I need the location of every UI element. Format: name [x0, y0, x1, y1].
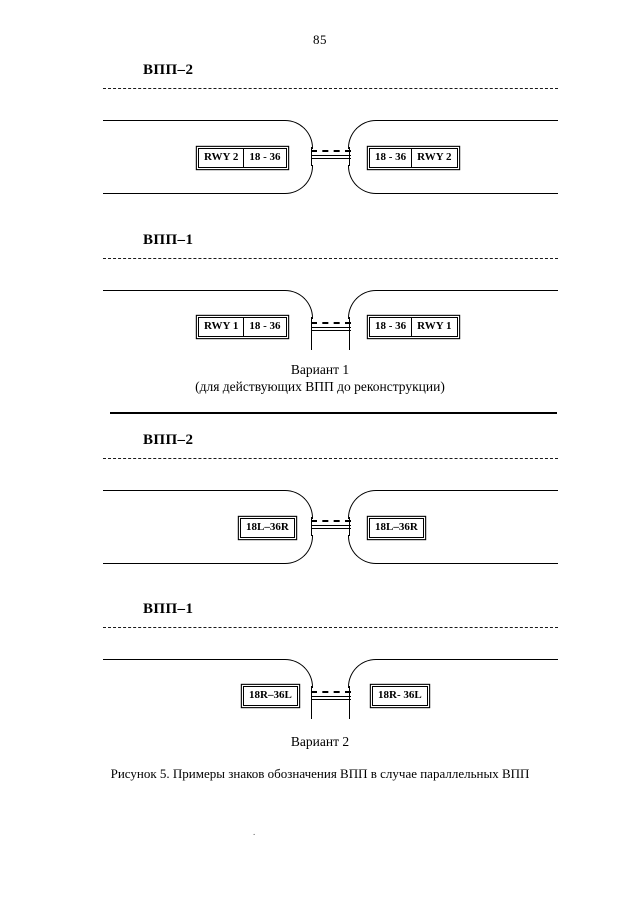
variant-1-subtitle: (для действующих ВПП до реконструкции): [195, 379, 445, 394]
runway-label-vpp1-v1: ВПП–1: [143, 232, 194, 248]
holding-dashed-line: [311, 691, 351, 693]
runway-corner-top-right-curve: [348, 659, 377, 688]
runway-corner-top-left-curve: [284, 120, 313, 149]
runway-edge-top-left: [103, 120, 284, 121]
runway-edge-top-right: [377, 120, 558, 121]
sign-cell: 18R–36L: [249, 689, 292, 701]
runway-sign-left-vpp2-v2: 18L–36R: [240, 518, 295, 538]
holding-position-marking: [311, 150, 351, 159]
runway-strip-vpp1-v1: [103, 290, 558, 350]
holding-dashed-line: [311, 322, 351, 324]
runway-centerline-vpp2-v1: [103, 88, 558, 89]
sign-cell: RWY 2: [411, 149, 456, 167]
runway-edge-top-right: [377, 290, 558, 291]
runway-sign-left-vpp1-v1: RWY 1 18 - 36: [198, 317, 287, 337]
runway-corner-bottom-right-curve: [348, 535, 377, 564]
figure-caption: Рисунок 5. Примеры знаков обозначения ВП…: [110, 766, 530, 781]
runway-corner-bottom-right-curve: [348, 165, 377, 194]
holding-solid-line-1: [311, 525, 351, 526]
variant-separator-rule: [110, 412, 557, 414]
taxiway-throat-right: [349, 317, 350, 350]
runway-edge-top-left: [103, 290, 284, 291]
variant-1-title: Вариант 1: [290, 362, 350, 377]
runway-edge-bottom-left: [103, 563, 284, 564]
sign-cell: 18R- 36L: [378, 689, 422, 701]
runway-corner-bottom-left-curve: [284, 535, 313, 564]
runway-edge-top-right: [377, 659, 558, 660]
runway-corner-top-left-curve: [284, 659, 313, 688]
variant-2-title: Вариант 2: [290, 734, 350, 749]
footer-mark: .: [253, 827, 256, 837]
page-number: 85: [313, 32, 327, 47]
sign-cell: 18L–36R: [375, 521, 418, 533]
holding-position-marking: [311, 322, 351, 331]
taxiway-throat-right: [349, 517, 350, 536]
runway-sign-left-vpp1-v2: 18R–36L: [243, 686, 298, 706]
holding-dashed-line: [311, 520, 351, 522]
holding-solid-line-2: [311, 158, 351, 159]
runway-edge-top-left: [103, 490, 284, 491]
holding-solid-line-1: [311, 155, 351, 156]
sign-cell: 18L–36R: [246, 521, 289, 533]
runway-sign-right-vpp2-v1: 18 - 36 RWY 2: [369, 148, 458, 168]
holding-solid-line-2: [311, 528, 351, 529]
holding-position-marking: [311, 691, 351, 700]
sign-cell: 18 - 36: [375, 320, 407, 332]
runway-corner-bottom-left-curve: [284, 165, 313, 194]
taxiway-throat-left: [311, 686, 312, 719]
runway-corner-top-left-curve: [284, 290, 313, 319]
runway-label-vpp2-v2: ВПП–2: [143, 432, 194, 448]
runway-sign-right-vpp2-v2: 18L–36R: [369, 518, 424, 538]
sign-cell: 18 - 36: [243, 318, 285, 336]
runway-corner-top-right-curve: [348, 120, 377, 149]
runway-corner-top-left-curve: [284, 490, 313, 519]
runway-label-vpp1-v2: ВПП–1: [143, 601, 194, 617]
holding-solid-line-1: [311, 327, 351, 328]
runway-edge-bottom-right: [377, 193, 558, 194]
runway-centerline-vpp1-v1: [103, 258, 558, 259]
taxiway-throat-right: [349, 147, 350, 166]
holding-solid-line-2: [311, 699, 351, 700]
holding-solid-line-2: [311, 330, 351, 331]
sign-cell: RWY 1: [204, 320, 239, 332]
runway-edge-bottom-right: [377, 563, 558, 564]
sign-cell: RWY 2: [204, 151, 239, 163]
taxiway-throat-left: [311, 317, 312, 350]
holding-solid-line-1: [311, 696, 351, 697]
runway-edge-top-left: [103, 659, 284, 660]
holding-position-marking: [311, 520, 351, 529]
runway-label-vpp2-v1: ВПП–2: [143, 62, 194, 78]
sign-cell: RWY 1: [411, 318, 456, 336]
holding-dashed-line: [311, 150, 351, 152]
runway-centerline-vpp1-v2: [103, 627, 558, 628]
runway-sign-right-vpp1-v1: 18 - 36 RWY 1: [369, 317, 458, 337]
runway-sign-right-vpp1-v2: 18R- 36L: [372, 686, 428, 706]
runway-corner-top-right-curve: [348, 490, 377, 519]
runway-corner-top-right-curve: [348, 290, 377, 319]
runway-strip-vpp2-v1: [103, 120, 558, 195]
taxiway-throat-left: [311, 517, 312, 536]
runway-edge-top-right: [377, 490, 558, 491]
taxiway-throat-left: [311, 147, 312, 166]
sign-cell: 18 - 36: [243, 149, 285, 167]
variant-1-caption: Вариант 1 (для действующих ВПП до реконс…: [0, 361, 640, 395]
runway-sign-left-vpp2-v1: RWY 2 18 - 36: [198, 148, 287, 168]
variant-2-caption: Вариант 2: [0, 733, 640, 750]
sign-cell: 18 - 36: [375, 151, 407, 163]
runway-edge-bottom-left: [103, 193, 284, 194]
runway-strip-vpp2-v2: [103, 490, 558, 565]
runway-centerline-vpp2-v2: [103, 458, 558, 459]
runway-strip-vpp1-v2: [103, 659, 558, 719]
taxiway-throat-right: [349, 686, 350, 719]
